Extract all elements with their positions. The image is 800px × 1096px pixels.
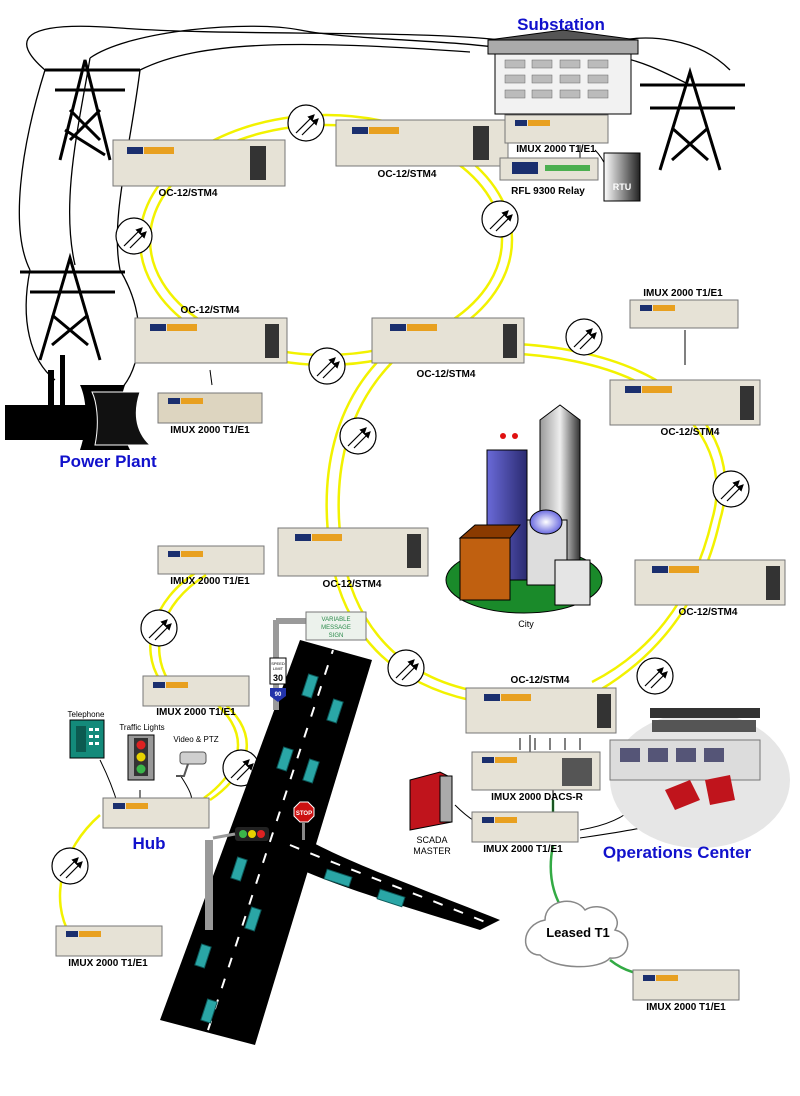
traffic-lights-label: Traffic Lights: [119, 723, 164, 732]
video-ptz-label: Video & PTZ: [173, 735, 218, 744]
imux-label-ops: IMUX 2000 T1/E1: [483, 844, 563, 855]
imux-node-left: [157, 545, 265, 575]
imux-label-pp: IMUX 2000 T1/E1: [170, 425, 250, 436]
scada-line1: SCADA: [416, 835, 447, 845]
rtu-label: RTU: [613, 182, 632, 192]
speed-top: SPEED: [271, 661, 285, 666]
oc12-label-b: OC-12/STM4: [378, 169, 437, 180]
rfl-9300-relay: [499, 157, 599, 181]
power-lines: [18, 25, 731, 391]
speed-value: 30: [273, 673, 283, 683]
coupler-icon: [565, 318, 603, 356]
imux-label-leased: IMUX 2000 T1/E1: [646, 1002, 726, 1013]
imux-node-mid: [142, 675, 250, 707]
device-ports: [250, 126, 780, 786]
stop-label: STOP: [296, 811, 312, 817]
dacs-label: IMUX 2000 DACS-R: [491, 792, 583, 803]
imux-node-ops: [471, 811, 579, 843]
power-plant-icon: [5, 355, 152, 450]
transmission-tower-left: [45, 59, 140, 161]
street-traffic-light: [205, 827, 269, 930]
imux-label-mid: IMUX 2000 T1/E1: [156, 707, 236, 718]
coupler-icon: [712, 470, 750, 508]
leased-t1-cloud: [524, 900, 629, 968]
operations-center-title: Operations Center: [603, 843, 752, 862]
video-camera-icon: [176, 751, 207, 777]
power-plant-title: Power Plant: [59, 452, 157, 471]
coupler-icon: [287, 104, 325, 142]
transmission-tower-mid: [20, 252, 125, 361]
scada-master-icon: [409, 771, 453, 831]
imux-node-leased: [632, 969, 740, 1001]
coupler-icon: [308, 347, 346, 385]
coupler-icon: [636, 657, 674, 695]
city-icon: [445, 404, 603, 614]
speed-mid: LIMIT: [273, 666, 284, 671]
imux-node-bottom: [55, 925, 163, 957]
coupler-icon: [339, 417, 377, 455]
coupler-icon: [115, 217, 153, 255]
imux-node-pp: [157, 392, 263, 424]
optical-couplers: [51, 104, 750, 885]
imux-node-hub: [102, 797, 210, 829]
operations-center-icon: [609, 708, 790, 848]
hub-title: Hub: [132, 834, 165, 853]
vms-line2: MESSAGE: [321, 625, 351, 631]
coupler-icon: [481, 200, 519, 238]
oc12-label-a: OC-12/STM4: [159, 188, 218, 199]
imux-node-right: [629, 299, 739, 329]
vms-line3: SIGN: [329, 633, 344, 639]
imux-label-left: IMUX 2000 T1/E1: [170, 576, 250, 587]
device-badges: [66, 120, 699, 981]
scada-line2: MASTER: [413, 846, 451, 856]
vms-line1: VARIABLE: [322, 617, 351, 623]
substation-building: [487, 29, 639, 115]
imux-label-right: IMUX 2000 T1/E1: [643, 288, 723, 299]
substation-title: Substation: [517, 15, 605, 34]
oc12-label-h: OC-12/STM4: [511, 675, 570, 686]
interstate-shield: 90: [275, 692, 282, 698]
oc12-label-g: OC-12/STM4: [679, 607, 738, 618]
telephone-label: Telephone: [68, 710, 105, 719]
leased-t1-label: Leased T1: [546, 925, 610, 940]
traffic-lights-icon: [127, 734, 155, 781]
oc12-label-c: OC-12/STM4: [181, 305, 240, 316]
telephone-icon: [69, 719, 105, 759]
transmission-tower-right: [640, 66, 745, 171]
oc12-label-e: OC-12/STM4: [661, 427, 720, 438]
oc12-label-d: OC-12/STM4: [417, 369, 476, 380]
imux-label-bottom: IMUX 2000 T1/E1: [68, 958, 148, 969]
oc12-label-f: OC-12/STM4: [323, 579, 382, 590]
rtu-cabinet: [603, 152, 641, 202]
relay-label: RFL 9300 Relay: [511, 186, 585, 197]
stop-sign-icon: [293, 801, 315, 840]
coupler-icon: [140, 609, 178, 647]
imux-label-sub: IMUX 2000 T1/E1: [516, 144, 596, 155]
speed-limit-sign: [269, 657, 287, 702]
coupler-icon: [387, 649, 425, 687]
imux-node-sub: [504, 114, 609, 144]
coupler-icon: [51, 847, 89, 885]
road: [160, 640, 500, 1045]
city-label: City: [518, 619, 534, 629]
